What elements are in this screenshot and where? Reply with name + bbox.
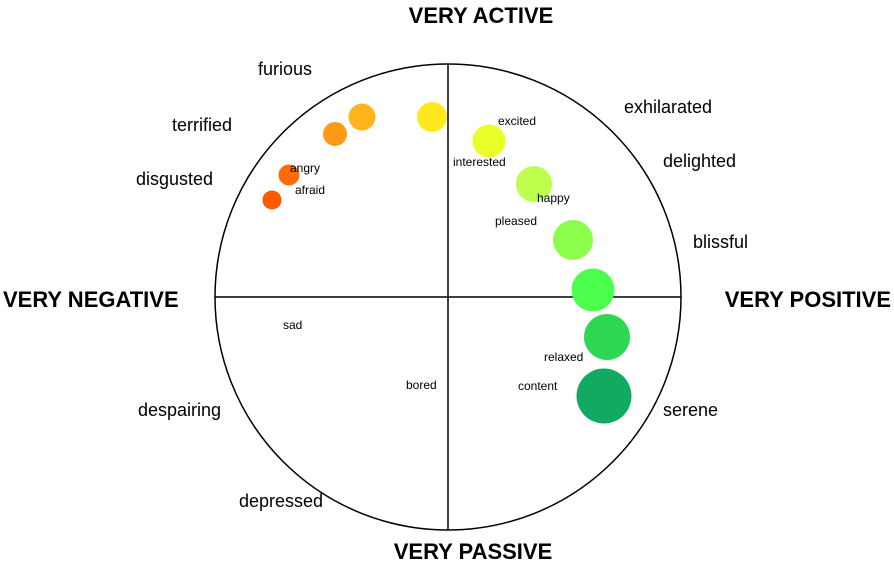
outer-label-exhilarated: exhilarated bbox=[624, 97, 712, 117]
outer-label-blissful: blissful bbox=[693, 232, 748, 252]
point-label-happy: happy bbox=[537, 191, 570, 205]
point-label-angry: angry bbox=[290, 161, 320, 175]
outer-label-furious: furious bbox=[258, 59, 312, 79]
bubble bbox=[348, 103, 376, 131]
bubble bbox=[576, 368, 632, 424]
bubble bbox=[553, 220, 593, 260]
point-label-afraid: afraid bbox=[295, 183, 325, 197]
outer-label-delighted: delighted bbox=[663, 151, 736, 171]
bubbles bbox=[262, 102, 632, 424]
point-label-interested: interested bbox=[453, 155, 506, 169]
point-label-pleased: pleased bbox=[495, 214, 537, 228]
point-label-relaxed: relaxed bbox=[544, 350, 583, 364]
bubble bbox=[417, 102, 447, 132]
point-label-bored: bored bbox=[406, 378, 437, 392]
axis-label-left: VERY NEGATIVE bbox=[3, 287, 179, 312]
bubble bbox=[278, 164, 300, 186]
axis-label-right: VERY POSITIVE bbox=[725, 287, 891, 312]
axis-label-bottom: VERY PASSIVE bbox=[394, 539, 553, 564]
bubble bbox=[584, 314, 630, 360]
outer-label-terrified: terrified bbox=[172, 115, 232, 135]
bubble bbox=[323, 122, 347, 146]
bubble bbox=[472, 124, 506, 158]
point-label-sad: sad bbox=[283, 318, 302, 332]
axis-label-top: VERY ACTIVE bbox=[409, 3, 554, 28]
outer-label-depressed: depressed bbox=[239, 491, 323, 511]
point-label-excited: excited bbox=[498, 114, 536, 128]
bubble bbox=[262, 190, 282, 210]
point-label-content: content bbox=[518, 379, 558, 393]
bubble bbox=[571, 268, 615, 312]
bubble bbox=[516, 166, 552, 202]
outer-label-serene: serene bbox=[663, 400, 718, 420]
outer-label-disgusted: disgusted bbox=[136, 169, 213, 189]
outer-label-despairing: despairing bbox=[138, 400, 221, 420]
